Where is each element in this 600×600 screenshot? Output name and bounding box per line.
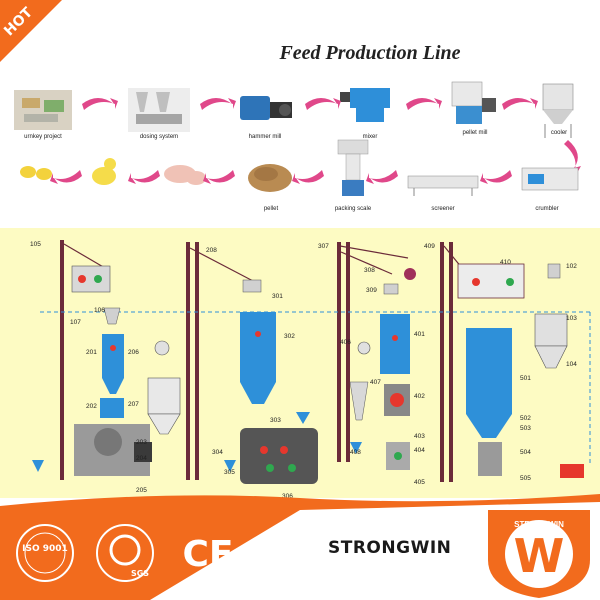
part-number-503: 503 xyxy=(520,425,531,432)
part-number-202: 202 xyxy=(86,403,97,410)
label-pellet-mill: pellet mill xyxy=(440,130,510,136)
crumbler-image xyxy=(522,168,578,190)
part-number-304: 304 xyxy=(212,449,223,456)
part-number-106: 106 xyxy=(94,307,105,314)
part-number-301: 301 xyxy=(272,293,283,300)
logo-wordmark: STRONGWIN xyxy=(489,520,589,529)
part-number-308: 308 xyxy=(364,267,375,274)
part-number-504: 504 xyxy=(520,449,531,456)
label-packing-scale: packing scale xyxy=(318,206,388,212)
label-hammer-mill: hammer mill xyxy=(230,134,300,140)
svg-text:ISO 9001: ISO 9001 xyxy=(22,544,68,554)
label-mixer: mixer xyxy=(335,134,405,140)
part-number-501: 501 xyxy=(520,375,531,382)
part-number-204: 204 xyxy=(136,455,147,462)
mixer-image xyxy=(340,88,390,122)
part-number-403: 403 xyxy=(414,433,425,440)
plant-layout-diagram: 105 106 107 201 202 206 207 203 204 205 … xyxy=(0,228,600,498)
part-number-404: 404 xyxy=(414,447,425,454)
part-number-105: 105 xyxy=(30,241,41,248)
label-crumbler: crumbler xyxy=(512,206,582,212)
part-number-406: 406 xyxy=(340,339,351,346)
part-number-307: 307 xyxy=(318,243,329,250)
part-number-408: 408 xyxy=(350,449,361,456)
part-number-102: 102 xyxy=(566,263,577,270)
part-number-505: 505 xyxy=(520,475,531,482)
part-number-410: 410 xyxy=(500,259,511,266)
pellet-image xyxy=(248,164,292,192)
part-number-207: 207 xyxy=(128,401,139,408)
svg-text:SGS: SGS xyxy=(131,569,149,578)
label-dosing-system: dosing system xyxy=(124,134,194,140)
brand-name: STRONGWIN xyxy=(328,538,451,558)
part-number-401: 401 xyxy=(414,331,425,338)
label-turnkey-project: urnkey project xyxy=(8,134,78,140)
part-number-402: 402 xyxy=(414,393,425,400)
part-number-303: 303 xyxy=(270,417,281,424)
part-number-309: 309 xyxy=(366,287,377,294)
part-number-206: 206 xyxy=(128,349,139,356)
process-overview xyxy=(0,0,600,220)
hammer-mill-image xyxy=(240,96,292,120)
part-number-201: 201 xyxy=(86,349,97,356)
label-cooler: cooler xyxy=(524,130,594,136)
packing-scale-image xyxy=(338,140,368,196)
svg-text:W: W xyxy=(514,529,565,583)
turnkey-project-image xyxy=(14,90,72,130)
pellet-mill-image xyxy=(452,82,496,124)
part-number-409: 409 xyxy=(424,243,435,250)
footer-banner: ISO 9001 SGS CE W xyxy=(0,490,600,600)
part-number-103: 103 xyxy=(566,315,577,322)
chicks-image xyxy=(20,166,52,180)
duckling-image xyxy=(92,158,116,185)
part-number-302: 302 xyxy=(284,333,295,340)
part-number-203: 203 xyxy=(136,439,147,446)
ce-mark: CE xyxy=(182,534,233,575)
part-number-107: 107 xyxy=(70,319,81,326)
pigs-image xyxy=(164,165,206,185)
dosing-system-image xyxy=(128,88,190,132)
screener-image xyxy=(408,176,478,196)
label-screener: screener xyxy=(408,206,478,212)
part-number-405: 405 xyxy=(414,479,425,486)
iso-9001-seal: ISO 9001 xyxy=(17,525,73,581)
part-number-104: 104 xyxy=(566,361,577,368)
label-pellet: pellet xyxy=(236,206,306,212)
part-number-502: 502 xyxy=(520,415,531,422)
part-number-208: 208 xyxy=(206,247,217,254)
part-number-305: 305 xyxy=(224,469,235,476)
part-number-407: 407 xyxy=(370,379,381,386)
